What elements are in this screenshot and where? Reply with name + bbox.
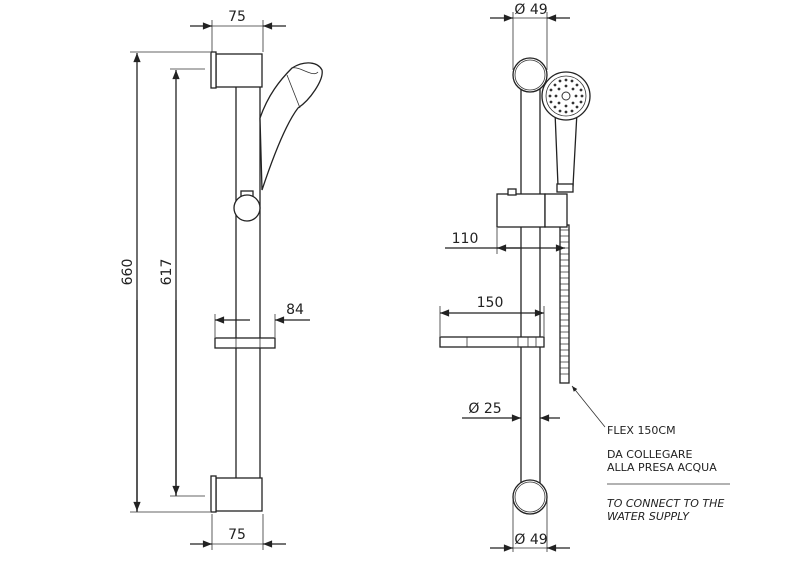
- note-it-line2: ALLA PRESA ACQUA: [607, 461, 717, 474]
- dim-top-width: 75: [228, 9, 246, 25]
- dim-fixing-height: 617: [159, 259, 175, 286]
- note-en-line2: WATER SUPPLY: [607, 510, 690, 523]
- note-flex: FLEX 150CM: [607, 424, 676, 437]
- dim-rail: Ø 25: [468, 401, 501, 417]
- front-view: Ø 49 110 150 Ø 25 Ø 49: [439, 2, 591, 552]
- dim-bottom-bracket: Ø 49: [514, 532, 547, 548]
- shower-holder: [233, 190, 261, 222]
- rail: [235, 85, 261, 481]
- notes: FLEX 150CM DA COLLEGARE ALLA PRESA ACQUA…: [571, 385, 730, 523]
- note-en-line1: TO CONNECT TO THE: [607, 497, 724, 510]
- dim-top-bracket: Ø 49: [514, 2, 547, 18]
- bottom-bracket: [210, 475, 263, 513]
- shower-holder: [496, 188, 568, 228]
- bottom-bracket: [512, 479, 548, 515]
- dim-total-height: 660: [120, 259, 136, 286]
- hand-shower: [541, 71, 591, 193]
- rail: [520, 85, 541, 487]
- hose: [559, 224, 570, 384]
- soap-dish: [214, 337, 276, 349]
- dim-holder-depth: 110: [452, 231, 479, 247]
- top-bracket: [210, 51, 263, 89]
- note-it-line1: DA COLLEGARE: [607, 448, 693, 461]
- flex-leader-arrow: [571, 385, 606, 428]
- soap-dish: [439, 336, 545, 348]
- side-view: 75 660 617 84 75: [120, 9, 323, 550]
- dim-bottom-width: 75: [228, 527, 246, 543]
- dim-soap-dish-side: 84: [286, 302, 304, 318]
- hand-shower: [259, 62, 323, 191]
- top-bracket: [512, 57, 548, 93]
- dim-soap-dish-front: 150: [477, 295, 504, 311]
